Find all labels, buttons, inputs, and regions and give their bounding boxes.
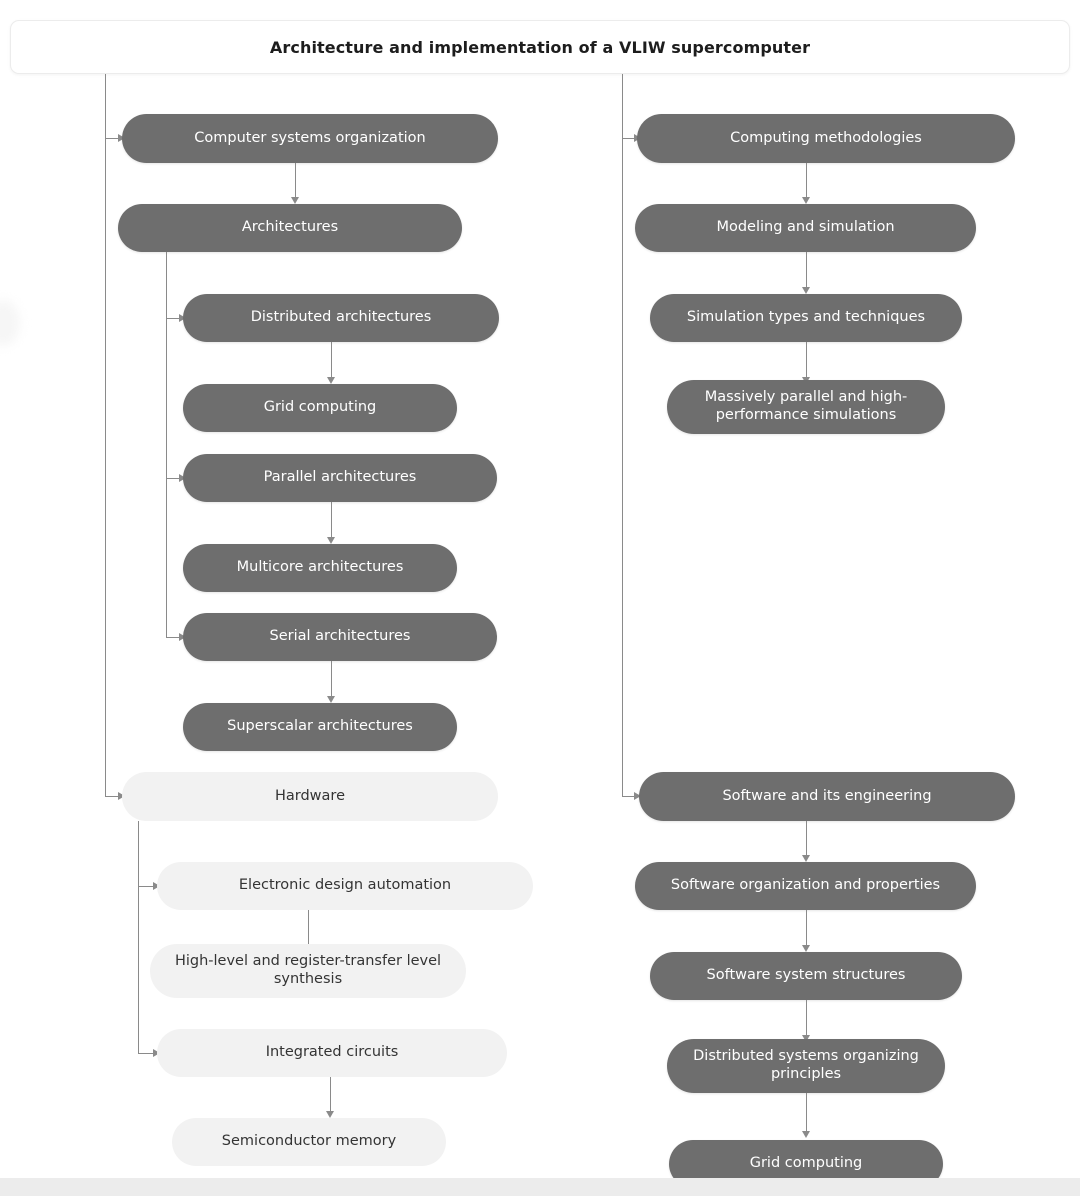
page-title: Architecture and implementation of a VLI… (269, 37, 811, 57)
node-software-organization-and-properties[interactable]: Software organization and properties (635, 862, 976, 910)
node-architectures[interactable]: Architectures (118, 204, 462, 252)
connector-modeling-to-simtypes (806, 252, 807, 288)
node-computer-systems-organization[interactable]: Computer systems organization (122, 114, 498, 163)
node-software-and-its-engineering[interactable]: Software and its engineering (639, 772, 1015, 821)
background-artifact (0, 300, 20, 346)
arrowhead-title-to-swe (634, 792, 641, 800)
node-label: Electronic design automation (238, 877, 452, 894)
node-label: Distributed systems organizing principle… (693, 1048, 919, 1082)
node-label: Parallel architectures (263, 469, 417, 486)
node-label: Software and its engineering (722, 787, 932, 804)
node-label: Massively parallel and high-performance … (704, 389, 908, 423)
connector-hardware-spine (138, 821, 139, 1053)
connector-distributed-to-grid (331, 342, 332, 378)
node-label: Architectures (241, 219, 339, 236)
connector-title-right-trunk (622, 74, 623, 796)
node-hardware[interactable]: Hardware (122, 772, 498, 821)
connector-title-to-cso (105, 138, 122, 139)
connector-dsop-to-grid (806, 1093, 807, 1132)
arrowhead-parallel-to-multicore (327, 537, 335, 544)
node-label: Multicore architectures (236, 559, 404, 576)
arrowhead-dsop-to-grid (802, 1131, 810, 1138)
arrowhead-arch-to-serial (179, 633, 186, 641)
arrowhead-serial-to-superscalar (327, 696, 335, 703)
connector-cm-to-modeling (806, 163, 807, 198)
node-modeling-and-simulation[interactable]: Modeling and simulation (635, 204, 976, 252)
connector-architectures-spine (166, 252, 167, 637)
node-distributed-systems-organizing-principles[interactable]: Distributed systems organizing principle… (667, 1039, 945, 1093)
node-label: Computer systems organization (194, 129, 426, 146)
node-label: Software system structures (706, 967, 906, 984)
node-label: Serial architectures (269, 628, 411, 645)
node-label: Grid computing (263, 399, 377, 416)
arrowhead-hardware-to-eda (153, 882, 160, 890)
arrowhead-sworg-to-swstruct (802, 945, 810, 952)
connector-arch-to-serial (166, 637, 183, 638)
connector-arch-to-distributed (166, 318, 183, 319)
connector-title-to-swe (622, 796, 639, 797)
node-computing-methodologies[interactable]: Computing methodologies (637, 114, 1015, 163)
node-label: Hardware (274, 787, 345, 804)
node-label: Semiconductor memory (221, 1133, 397, 1150)
node-massively-parallel-simulations[interactable]: Massively parallel and high-performance … (667, 380, 945, 434)
bottom-band (0, 1178, 1080, 1196)
arrowhead-arch-to-distributed (179, 314, 186, 322)
arrowhead-ic-to-semiconductor-memory (326, 1111, 334, 1118)
connector-arch-to-parallel (166, 478, 183, 479)
node-label: Modeling and simulation (716, 219, 895, 236)
node-parallel-architectures[interactable]: Parallel architectures (183, 454, 497, 502)
connector-title-left-trunk (105, 74, 106, 796)
node-high-level-rtl-synthesis[interactable]: High-level and register-transfer level s… (150, 944, 466, 998)
arrowhead-modeling-to-simtypes (802, 287, 810, 294)
connector-sworg-to-swstruct (806, 910, 807, 946)
node-label: Grid computing (749, 1155, 863, 1172)
node-semiconductor-memory[interactable]: Semiconductor memory (172, 1118, 446, 1166)
arrowhead-swstruct-to-dsop (802, 1035, 810, 1042)
node-label: Distributed architectures (250, 309, 432, 326)
connector-swstruct-to-dsop (806, 1000, 807, 1036)
diagram-title-box: Architecture and implementation of a VLI… (10, 20, 1070, 74)
arrowhead-title-to-cso (118, 134, 125, 142)
connector-title-to-cm (622, 138, 639, 139)
connector-hardware-to-eda (138, 886, 157, 887)
node-software-system-structures[interactable]: Software system structures (650, 952, 962, 1000)
node-label: High-level and register-transfer level s… (174, 953, 442, 987)
arrowhead-arch-to-parallel (179, 474, 186, 482)
arrowhead-title-to-hardware (118, 792, 125, 800)
arrowhead-hardware-to-ic (153, 1049, 160, 1057)
arrowhead-cm-to-modeling (802, 197, 810, 204)
arrowhead-cso-to-arch (291, 197, 299, 204)
connector-hardware-to-ic (138, 1053, 157, 1054)
node-label: Software organization and properties (670, 877, 941, 894)
arrowhead-distributed-to-grid (327, 377, 335, 384)
node-label: Integrated circuits (265, 1044, 399, 1061)
connector-cso-to-arch (295, 163, 296, 198)
node-label: Simulation types and techniques (686, 309, 926, 326)
connector-simtypes-to-massive (806, 342, 807, 378)
connector-eda-to-synthesis (308, 910, 309, 945)
connector-serial-to-superscalar (331, 661, 332, 697)
connector-parallel-to-multicore (331, 502, 332, 538)
node-label: Computing methodologies (730, 129, 922, 146)
connector-swe-to-sworg (806, 821, 807, 856)
node-simulation-types-and-techniques[interactable]: Simulation types and techniques (650, 294, 962, 342)
node-grid-computing-left[interactable]: Grid computing (183, 384, 457, 432)
node-multicore-architectures[interactable]: Multicore architectures (183, 544, 457, 592)
connector-title-to-hardware (105, 796, 122, 797)
node-superscalar-architectures[interactable]: Superscalar architectures (183, 703, 457, 751)
connector-ic-to-semiconductor-memory (330, 1077, 331, 1112)
node-electronic-design-automation[interactable]: Electronic design automation (157, 862, 533, 910)
node-serial-architectures[interactable]: Serial architectures (183, 613, 497, 661)
arrowhead-swe-to-sworg (802, 855, 810, 862)
node-label: Superscalar architectures (227, 718, 413, 735)
node-distributed-architectures[interactable]: Distributed architectures (183, 294, 499, 342)
node-integrated-circuits[interactable]: Integrated circuits (157, 1029, 507, 1077)
